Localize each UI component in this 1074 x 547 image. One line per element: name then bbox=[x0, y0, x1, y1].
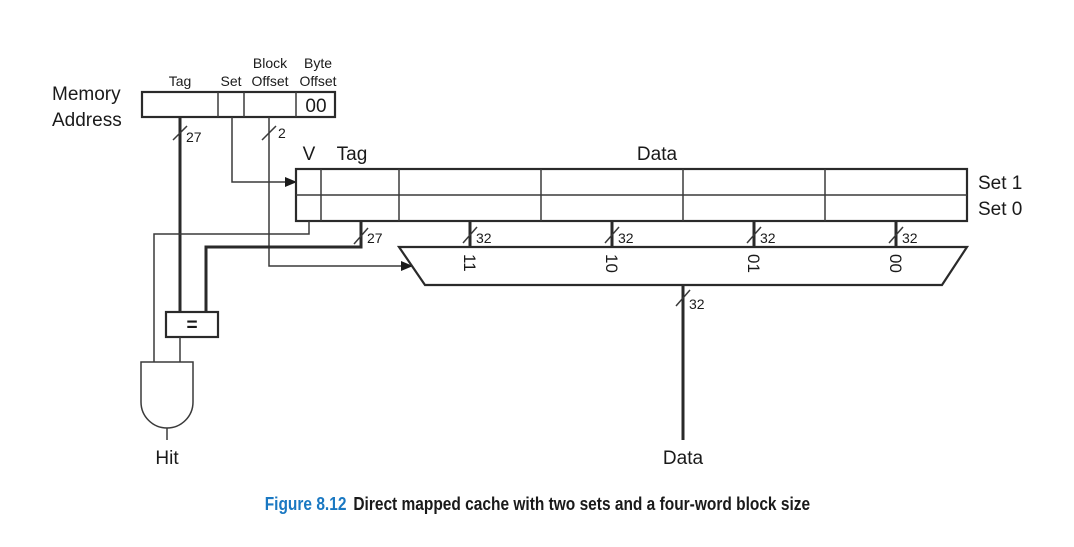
bus-width-slash bbox=[261, 125, 277, 141]
cache-header-tag: Tag bbox=[337, 144, 368, 165]
valid-bit-line bbox=[153, 221, 310, 362]
mux-input-10: 10 bbox=[602, 254, 621, 273]
word-bus-width-10: 32 bbox=[618, 230, 634, 246]
cache-tag-width: 27 bbox=[367, 230, 383, 246]
data-output-label: Data bbox=[663, 448, 704, 469]
bus-width-slash bbox=[353, 227, 369, 245]
figure-label: Figure 8.12 bbox=[264, 494, 347, 514]
cache-array bbox=[294, 167, 969, 223]
field-header-block-offset-2: Offset bbox=[251, 73, 288, 89]
cache-tag-bus bbox=[204, 221, 363, 312]
set-0-label: Set 0 bbox=[978, 199, 1022, 220]
memory-address-register bbox=[140, 90, 337, 119]
mux-input-01: 01 bbox=[744, 254, 763, 273]
word-bus-width-11: 32 bbox=[476, 230, 492, 246]
and-gate bbox=[140, 361, 194, 429]
hit-output-label: Hit bbox=[155, 448, 179, 469]
block-offset-line bbox=[268, 117, 413, 271]
tag-comparator bbox=[164, 310, 220, 339]
cache-header-v: V bbox=[303, 144, 316, 165]
field-header-byte-offset-2: Offset bbox=[299, 73, 336, 89]
bus-width-slash bbox=[172, 125, 188, 141]
cache-header-data: Data bbox=[637, 144, 678, 165]
field-header-byte-offset-1: Byte bbox=[304, 55, 332, 71]
set-1-label: Set 1 bbox=[978, 173, 1022, 194]
mux-input-00: 00 bbox=[886, 254, 905, 273]
word-bus-width-00: 32 bbox=[902, 230, 918, 246]
figure-caption-text: Direct mapped cache with two sets and a … bbox=[353, 494, 811, 514]
field-header-set: Set bbox=[220, 73, 241, 89]
mux-input-11: 11 bbox=[460, 254, 479, 272]
address-tag-width: 27 bbox=[186, 129, 202, 145]
byte-offset-value: 00 bbox=[305, 96, 326, 117]
field-header-tag: Tag bbox=[169, 73, 192, 89]
word-buses bbox=[462, 221, 904, 247]
memory-address-label-line2: Address bbox=[52, 110, 122, 131]
figure-caption: Figure 8.12 Direct mapped cache with two … bbox=[76, 494, 1000, 515]
memory-address-label-line1: Memory bbox=[52, 84, 121, 105]
set-select-line bbox=[231, 117, 297, 187]
comparator-symbol: = bbox=[186, 315, 197, 336]
field-header-block-offset-1: Block bbox=[253, 55, 288, 71]
bus-width-slash bbox=[675, 289, 691, 307]
multiplexer bbox=[396, 245, 970, 287]
block-offset-width: 2 bbox=[278, 125, 286, 141]
data-output-width: 32 bbox=[689, 296, 705, 312]
word-bus-width-01: 32 bbox=[760, 230, 776, 246]
